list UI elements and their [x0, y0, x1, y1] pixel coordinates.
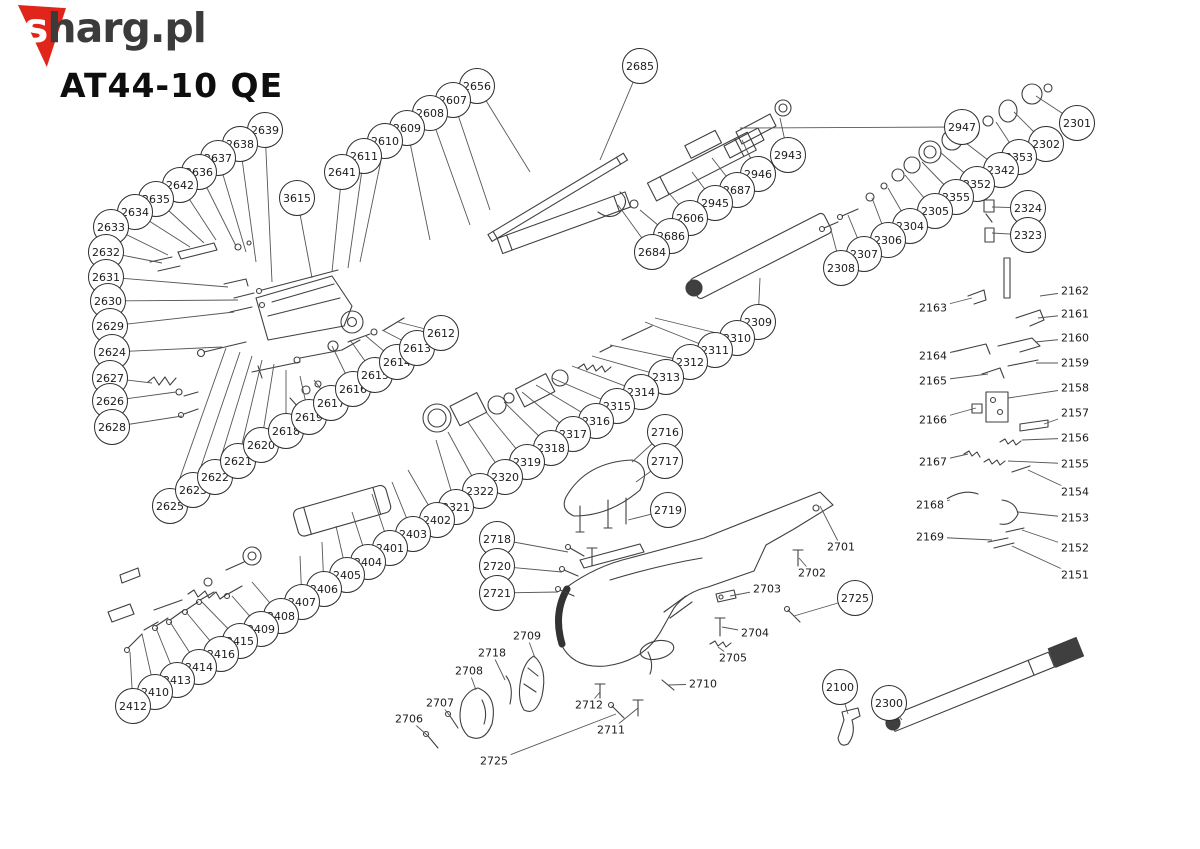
part-callout-2712: 2712 — [572, 698, 606, 712]
part-callout-2307: 2307 — [846, 236, 882, 272]
part-callout-2161: 2161 — [1058, 307, 1092, 321]
part-callout-2704: 2704 — [738, 626, 772, 640]
part-callout-2705: 2705 — [716, 651, 750, 665]
barrel-2300-group — [885, 636, 1085, 732]
part-callout-2166: 2166 — [916, 413, 950, 427]
part-callout-2167: 2167 — [916, 455, 950, 469]
part-callout-2725: 2725 — [477, 754, 511, 768]
part-callout-2100: 2100 — [822, 669, 858, 705]
part-callout-2308: 2308 — [823, 250, 859, 286]
part-callout-2163: 2163 — [916, 301, 950, 315]
cylinder-cap-group — [818, 83, 1053, 243]
part-callout-2947: 2947 — [944, 109, 980, 145]
part-callout-2160: 2160 — [1058, 331, 1092, 345]
part-callout-2156: 2156 — [1058, 431, 1092, 445]
part-callout-2707: 2707 — [423, 696, 457, 710]
air-cylinder-group — [685, 212, 832, 299]
part-callout-2154: 2154 — [1058, 485, 1092, 499]
logo-text: sharg.pl — [24, 8, 207, 49]
valve-group — [422, 325, 653, 433]
part-callout-2300: 2300 — [871, 685, 907, 721]
part-callout-2703: 2703 — [750, 582, 784, 596]
part-callout-2151: 2151 — [1058, 568, 1092, 582]
part-callout-2169: 2169 — [913, 530, 947, 544]
part-callout-2717: 2717 — [647, 443, 683, 479]
part-callout-2628: 2628 — [94, 409, 130, 445]
part-callout-2158: 2158 — [1058, 381, 1092, 395]
logo: sharg.pl — [12, 2, 272, 72]
part-callout-2168: 2168 — [913, 498, 947, 512]
trigger-parts-group — [941, 257, 1049, 549]
part-callout-2157: 2157 — [1058, 406, 1092, 420]
part-callout-2684: 2684 — [634, 234, 670, 270]
part-callout-2412: 2412 — [115, 688, 151, 724]
part-callout-2711: 2711 — [594, 723, 628, 737]
part-callout-2323: 2323 — [1010, 217, 1046, 253]
part-callout-2612: 2612 — [423, 315, 459, 351]
receiver-breech-group — [255, 269, 364, 364]
part-callout-2685: 2685 — [622, 48, 658, 84]
part-callout-2641: 2641 — [324, 154, 360, 190]
trigger-unit-group — [837, 707, 861, 746]
part-callout-2709: 2709 — [510, 629, 544, 643]
part-callout-2153: 2153 — [1058, 511, 1092, 525]
part-callout-2721: 2721 — [479, 575, 515, 611]
part-callout-2152: 2152 — [1058, 541, 1092, 555]
part-callout-2702: 2702 — [795, 566, 829, 580]
part-callout-2159: 2159 — [1058, 356, 1092, 370]
part-callout-3615: 3615 — [279, 180, 315, 216]
small-screws-group — [123, 585, 243, 654]
grip-cap-group — [422, 655, 545, 749]
logo-brand-rest: harg.pl — [47, 4, 206, 52]
moderator-group — [646, 99, 792, 202]
part-callout-2943: 2943 — [770, 137, 806, 173]
part-callout-2719: 2719 — [650, 492, 686, 528]
part-callout-2165: 2165 — [916, 374, 950, 388]
barrel-group — [487, 152, 639, 255]
part-callout-2155: 2155 — [1058, 457, 1092, 471]
part-callout-2718: 2718 — [475, 646, 509, 660]
part-callout-2305: 2305 — [917, 193, 953, 229]
part-callout-2725: 2725 — [837, 580, 873, 616]
part-callout-2301: 2301 — [1059, 105, 1095, 141]
stock-group — [554, 491, 834, 719]
part-callout-2164: 2164 — [916, 349, 950, 363]
cheekpiece-group — [563, 459, 646, 533]
part-callout-2701: 2701 — [824, 540, 858, 554]
pump-tube-group — [107, 484, 392, 623]
model-title: AT44-10 QE — [60, 66, 284, 105]
part-callout-2710: 2710 — [686, 677, 720, 691]
part-callout-2162: 2162 — [1058, 284, 1092, 298]
part-callout-2706: 2706 — [392, 712, 426, 726]
part-callout-2708: 2708 — [452, 664, 486, 678]
logo-letter-s: s — [24, 4, 48, 52]
